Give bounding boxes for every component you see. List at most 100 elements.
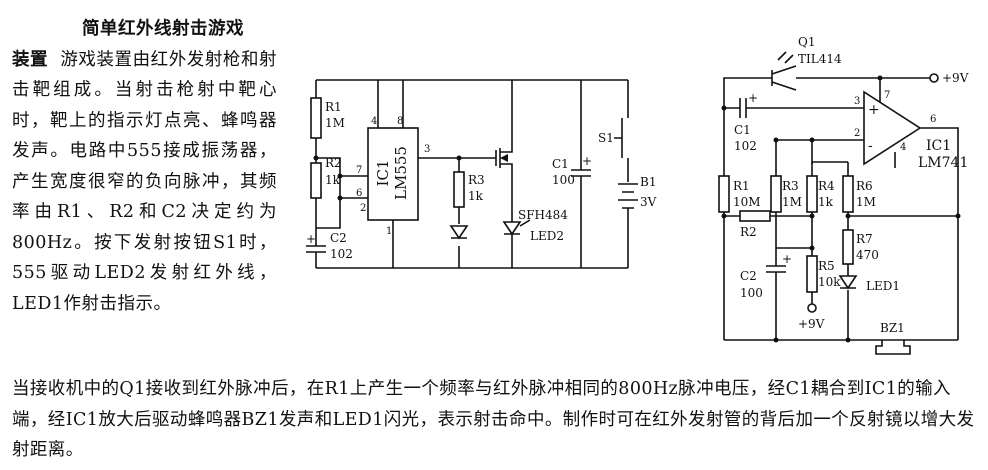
rx-c1-capacitor	[724, 98, 864, 118]
tx-pin-4: 4	[371, 116, 377, 127]
rx-r7-value: 470	[856, 248, 879, 262]
tx-b1-battery	[618, 183, 638, 268]
rx-r5-resistor	[806, 255, 818, 293]
rx-c2-label: C2	[740, 269, 757, 283]
rx-supply-terminal	[929, 73, 939, 83]
tx-c1-label: C1	[552, 157, 569, 171]
rx-r4-resistor	[806, 175, 818, 213]
rx-opamp-leads	[879, 78, 959, 340]
tx-r2-resistor	[310, 162, 322, 199]
rx-node	[773, 137, 779, 143]
rx-r6-resistor	[842, 175, 854, 213]
rx-led1	[838, 275, 858, 290]
rx-opamp-lm741	[863, 90, 922, 166]
tx-s1-switch[interactable]	[614, 80, 629, 182]
tx-r1-label: R1	[325, 100, 342, 114]
rx-node	[845, 213, 851, 219]
rx-r3-label: R3	[782, 179, 799, 193]
tx-indicator-led	[449, 225, 469, 240]
rx-q1-light-arrows	[777, 51, 794, 64]
rx-q1-label: Q1	[798, 35, 815, 49]
rx-q1-phototransistor	[771, 65, 797, 91]
rx-r1-resistor	[718, 175, 730, 213]
tx-b1-value: 3V	[640, 195, 657, 209]
rx-r7-label: R7	[856, 232, 873, 246]
article-title: 简单红外线射击游戏	[82, 19, 244, 39]
tx-pin-7: 7	[356, 165, 362, 176]
rx-node	[809, 213, 815, 219]
tx-c1-value: 100	[552, 173, 575, 187]
tx-pin-2: 2	[360, 203, 366, 214]
tx-r1-resistor	[310, 97, 322, 139]
rx-node	[845, 337, 851, 343]
rx-r6-value: 1M	[856, 195, 876, 209]
tx-trigger-wire	[316, 176, 368, 229]
article-paragraph-1: 游戏装置由红外发射枪和射击靶组成。当射击枪射中靶心时，靶上的指示灯点亮、蜂鸣器发…	[12, 49, 278, 314]
rx-c2-value: 100	[740, 286, 763, 300]
tx-s1-label: S1	[598, 131, 614, 145]
tx-c2-label: C2	[330, 231, 347, 245]
rx-r1-label: R1	[733, 179, 750, 193]
rx-bz1-buzzer	[875, 340, 911, 355]
tx-led2-ray	[519, 219, 531, 227]
tx-c2-plus: +	[306, 232, 316, 246]
tx-ic-leads	[377, 80, 404, 268]
rx-supply2-label: +9V	[798, 317, 825, 331]
tx-c1-capacitor	[571, 80, 591, 268]
rx-supply2-terminal	[807, 303, 817, 313]
tx-ic-part: LM555	[392, 146, 410, 200]
article-body: 装置 游戏装置由红外发射枪和射击靶组成。当射击枪射中靶心时，靶上的指示灯点亮、蜂…	[12, 45, 277, 320]
tx-mosfet-arrow	[500, 154, 508, 162]
rx-pin-3: 3	[854, 96, 860, 107]
tx-r2-label: R2	[325, 156, 342, 170]
tx-c2-capacitor	[306, 228, 326, 268]
rx-led1-label: LED1	[866, 279, 900, 293]
rx-c1-plus: +	[748, 91, 758, 105]
rx-opamp-minus: -	[868, 138, 873, 154]
rx-r4-label: R4	[818, 179, 835, 193]
rx-r2-label: R2	[740, 225, 757, 239]
tx-pin-3: 3	[424, 144, 430, 155]
rx-r7-resistor	[842, 229, 854, 265]
rx-top-wire	[723, 77, 930, 108]
rx-r6-leads	[811, 161, 849, 340]
rx-supply-label: +9V	[942, 71, 969, 85]
rx-pin-7: 7	[884, 90, 890, 101]
rx-ic-label: IC1	[926, 138, 951, 154]
tx-mosfet	[495, 80, 513, 222]
tx-r3-value: 1k	[468, 189, 484, 203]
tx-c2-value: 102	[330, 247, 353, 261]
tx-r1-value: 1M	[325, 116, 345, 130]
tx-r3-label: R3	[468, 173, 485, 187]
rx-bz1-label: BZ1	[880, 321, 905, 335]
tx-r2-value: 1k	[325, 173, 341, 187]
rx-node	[955, 213, 961, 219]
rx-inverting-wire	[775, 139, 864, 162]
rx-r6-label: R6	[856, 179, 873, 193]
rx-pin-6: 6	[930, 114, 936, 125]
rx-r2-resistor	[739, 210, 771, 222]
rx-r3-value: 1M	[782, 195, 802, 209]
receiver-circuit: Q1 TIL414 +9V + C1 102 + - 7 3 2 6 4 IC1…	[718, 35, 969, 355]
tx-node	[337, 195, 343, 201]
tx-led2-label: LED2	[530, 229, 564, 243]
rx-q1-part: TIL414	[798, 52, 842, 66]
tx-b1-label: B1	[640, 175, 656, 189]
rx-r1-value: 10M	[733, 195, 761, 209]
rx-pin-4: 4	[900, 142, 906, 153]
tx-c1-plus: +	[582, 154, 592, 168]
rx-c2-plus: +	[782, 252, 792, 266]
article-text-column: 简单红外线射击游戏 装置 游戏装置由红外发射枪和射击靶组成。当射击枪射中靶心时，…	[12, 14, 277, 319]
rx-node	[773, 337, 779, 343]
rx-pin-2: 2	[854, 128, 860, 139]
rx-ic-part: LM741	[918, 155, 968, 171]
tx-pin-8: 8	[397, 116, 403, 127]
article-paragraph-2: 当接收机中的Q1接收到红外脉冲后，在R1上产生一个频率与红外脉冲相同的800Hz…	[12, 379, 975, 460]
rx-c1-label: C1	[734, 123, 751, 137]
tx-pin-1: 1	[386, 226, 392, 237]
rx-opamp-plus: +	[868, 102, 880, 118]
rx-r3-resistor	[770, 175, 782, 213]
transmitter-circuit: R1 1M R2 1k + C2 102 IC1 LM555 4 8 7 6 2…	[306, 79, 657, 269]
tx-led2-part: SFH484	[518, 208, 568, 222]
